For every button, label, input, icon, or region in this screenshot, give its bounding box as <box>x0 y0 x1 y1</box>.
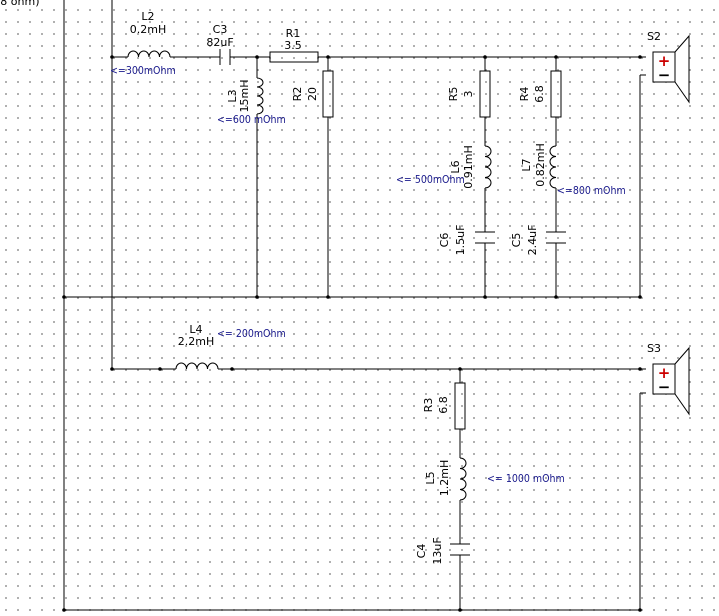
speaker-s2[interactable]: S2 + − <box>647 30 690 104</box>
speaker-s3[interactable]: S3 + − <box>647 342 690 416</box>
c5-value: 2.4uF <box>526 225 539 256</box>
header-fragment: (8 ohm) <box>0 0 40 8</box>
speaker-s2-cone <box>674 34 690 104</box>
r4-value: 6.8 <box>533 85 546 103</box>
r4-name: R4 <box>518 87 531 102</box>
c3-name: C3 <box>213 23 228 36</box>
l2-value: 0.2mH <box>130 23 166 36</box>
c6-value: 1.5uF <box>454 225 467 256</box>
resistor-r2[interactable]: R2 20 <box>291 70 334 118</box>
speaker-s3-cone <box>674 346 690 416</box>
l7-name: L7 <box>520 158 533 171</box>
r1-name: R1 <box>286 27 301 40</box>
junction-dots <box>62 55 642 612</box>
l4-value: 2.2mH <box>178 335 214 348</box>
r2-name: R2 <box>291 87 304 102</box>
l3-value: 15mH <box>238 80 251 113</box>
r2-value: 20 <box>306 87 319 101</box>
inductor-l4[interactable]: L4 2.2mH <= 200mOhm <box>175 323 286 370</box>
l6-note: <= 500mOhm <box>396 174 465 186</box>
l2-note: <=300mOhm <box>110 65 176 77</box>
c6-name: C6 <box>438 233 451 248</box>
l3-note: <=600 mOhm <box>217 114 286 126</box>
l2-name: L2 <box>141 10 154 23</box>
capacitor-c3[interactable]: C3 82uF <box>206 23 234 65</box>
wires <box>63 0 646 611</box>
c5-name: C5 <box>510 233 523 248</box>
capacitor-c4[interactable]: C4 13uF <box>415 537 470 565</box>
l4-note: <= 200mOhm <box>217 328 286 340</box>
capacitor-c5[interactable]: C5 2.4uF <box>510 225 566 256</box>
resistor-r5[interactable]: R5 3 <box>447 70 491 118</box>
inductor-l2[interactable]: L2 0.2mH <=300mOhm <box>110 10 176 77</box>
s3-plus-icon: + <box>658 364 671 382</box>
l7-value: 0.82mH <box>534 143 547 186</box>
capacitor-c6[interactable]: C6 1.5uF <box>438 225 495 256</box>
l5-note: <= 1000 mOhm <box>487 473 565 485</box>
r3-value: 6.8 <box>437 396 450 414</box>
c3-value: 82uF <box>206 36 233 49</box>
s2-minus-icon: − <box>658 66 671 84</box>
l7-note: <=800 mOhm <box>557 185 626 197</box>
l6-value: 0.91mH <box>462 145 475 188</box>
l5-name: L5 <box>424 471 437 484</box>
r5-name: R5 <box>447 87 460 102</box>
s2-plus-icon: + <box>658 52 671 70</box>
l3-name: L3 <box>226 89 239 102</box>
c4-value: 13uF <box>431 537 444 564</box>
inductor-l3[interactable]: L3 15mH <=600 mOhm <box>217 77 286 126</box>
l4-name: L4 <box>189 323 202 336</box>
l5-value: 1.2mH <box>438 460 451 496</box>
c4-name: C4 <box>415 544 428 559</box>
inductor-l7[interactable]: L7 0.82mH <=800 mOhm <box>520 143 626 197</box>
l6-name: L6 <box>449 160 462 173</box>
s3-name: S3 <box>647 342 661 355</box>
resistor-r3[interactable]: R3 6.8 <box>422 382 466 430</box>
r1-value: 3.5 <box>284 39 302 52</box>
r3-name: R3 <box>422 398 435 413</box>
resistor-r4[interactable]: R4 6.8 <box>518 70 562 118</box>
inductor-l5[interactable]: L5 1.2mH <= 1000 mOhm <box>424 457 565 501</box>
resistor-r1[interactable]: R1 3.5 <box>269 27 319 63</box>
r5-value: 3 <box>462 91 475 98</box>
s3-minus-icon: − <box>658 378 671 396</box>
inductor-l6[interactable]: L6 0.91mH <= 500mOhm <box>396 145 492 189</box>
s2-name: S2 <box>647 30 661 43</box>
